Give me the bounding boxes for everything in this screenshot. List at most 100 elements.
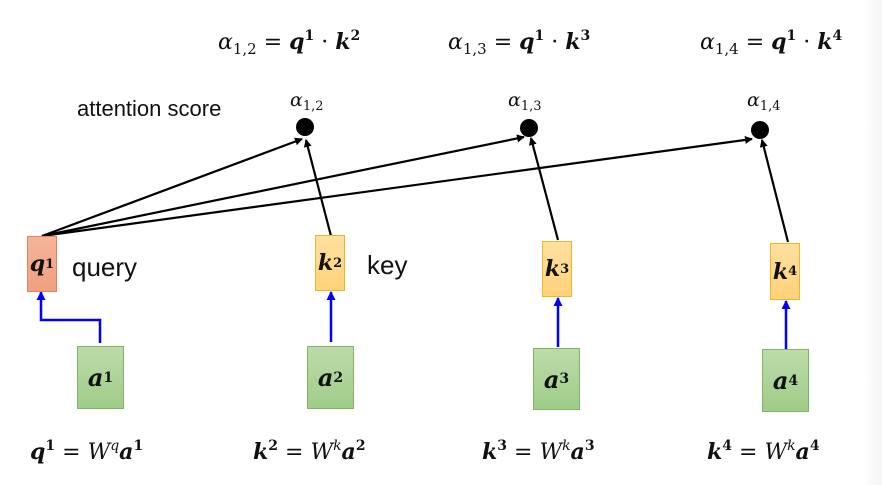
k-superscript: 3 — [560, 261, 570, 277]
a-symbol: a — [543, 364, 560, 394]
alpha-subscript: 1,3 — [462, 40, 487, 58]
k-symbol: k — [317, 250, 334, 276]
equals-sign: = — [285, 440, 304, 465]
a-symbol: a — [795, 439, 810, 465]
k-superscript: 3 — [580, 28, 591, 44]
lhs-superscript: 1 — [45, 438, 56, 454]
weight-superscript: q — [110, 438, 120, 454]
q-symbol: q — [29, 251, 46, 277]
lhs-superscript: 2 — [268, 438, 278, 454]
equals-sign: = — [514, 440, 533, 465]
equation-k3: k3 = Wka3 — [482, 438, 595, 465]
a-symbol: a — [317, 363, 334, 392]
a-symbol: a — [570, 439, 585, 465]
query-label: query — [72, 252, 138, 282]
score-dot-alpha14 — [751, 121, 769, 139]
alpha-subscript: 1,3 — [520, 99, 542, 114]
k-superscript: 4 — [832, 28, 843, 44]
arrow-a1-to-q1 — [36, 291, 102, 343]
equation-k2: k2 = Wka2 — [253, 438, 366, 465]
alpha-symbol: α — [218, 30, 233, 55]
alpha-subscript: 1,4 — [759, 99, 781, 114]
dot-operator: · — [551, 30, 559, 55]
k-symbol: k — [544, 256, 561, 282]
weight-matrix-symbol: W — [539, 440, 563, 465]
k-symbol: k — [335, 29, 351, 55]
k-symbol: k — [817, 29, 833, 55]
alpha-symbol: α — [747, 89, 760, 111]
equation-q1: q1 = Wqa1 — [30, 438, 143, 465]
lhs-symbol: q — [30, 439, 46, 465]
attention-score-label: attention score — [77, 96, 222, 121]
q-symbol: q — [519, 29, 535, 55]
q-superscript: 1 — [534, 28, 545, 44]
equation-alpha12: α1,2 = q1 · k2 — [218, 28, 360, 58]
alpha-subscript: 1,2 — [302, 99, 324, 114]
a-symbol: a — [772, 366, 789, 395]
arrow-q1-to-alpha12 — [41, 137, 303, 238]
a-symbol: a — [119, 439, 134, 465]
k-superscript: 2 — [350, 28, 361, 44]
k-symbol: k — [772, 258, 789, 285]
dot-operator: · — [321, 30, 329, 55]
q-superscript: 1 — [304, 28, 315, 44]
a-symbol: a — [87, 363, 104, 392]
alpha-symbol: α — [448, 30, 463, 55]
a-superscript: 2 — [355, 438, 366, 454]
a-superscript: 1 — [133, 438, 144, 454]
score-label-alpha14: α1,4 — [747, 89, 781, 114]
arrow-k3-to-alpha13 — [528, 137, 560, 241]
q-symbol: q — [771, 29, 787, 55]
weight-matrix-symbol: W — [310, 440, 334, 465]
equation-k4: k4 = Wka4 — [707, 438, 820, 465]
weight-superscript: k — [787, 438, 796, 454]
score-label-alpha12: α1,2 — [290, 89, 324, 114]
arrow-q1-to-alpha14 — [41, 135, 753, 238]
a-superscript: 2 — [333, 369, 344, 386]
a-superscript: 4 — [809, 438, 820, 454]
weight-matrix-symbol: W — [764, 440, 788, 465]
lhs-superscript: 3 — [497, 438, 507, 454]
weight-matrix-symbol: W — [87, 440, 111, 465]
alpha-symbol: α — [700, 30, 715, 55]
equation-alpha14: α1,4 = q1 · k4 — [700, 28, 842, 58]
a-superscript: 1 — [103, 369, 114, 386]
alpha-subscript: 1,4 — [714, 40, 739, 58]
dot-operator: · — [803, 30, 811, 55]
k-symbol: k — [565, 29, 581, 55]
arrow-k4-to-alpha14 — [759, 139, 790, 243]
equals-sign: = — [62, 440, 81, 465]
lhs-symbol: k — [253, 439, 269, 465]
equals-sign: = — [263, 30, 283, 55]
a-superscript: 3 — [584, 438, 595, 454]
weight-superscript: k — [333, 438, 342, 454]
q-superscript: 1 — [786, 28, 797, 44]
alpha-subscript: 1,2 — [232, 40, 257, 58]
a-superscript: 4 — [788, 372, 799, 389]
equals-sign: = — [493, 30, 513, 55]
q-symbol: q — [289, 29, 305, 55]
arrow-k2-to-alpha12 — [303, 139, 333, 237]
equals-sign: = — [739, 440, 758, 465]
lhs-superscript: 4 — [722, 438, 732, 454]
lhs-symbol: k — [707, 439, 723, 465]
a-superscript: 3 — [559, 371, 570, 387]
k-superscript: 4 — [788, 264, 798, 279]
k-superscript: 2 — [333, 255, 343, 271]
weight-superscript: k — [562, 438, 571, 454]
alpha-symbol: α — [508, 89, 521, 111]
score-label-alpha13: α1,3 — [508, 89, 542, 114]
arrow-q1-to-alpha13 — [41, 134, 525, 238]
equation-alpha13: α1,3 = q1 · k3 — [448, 28, 590, 58]
a-symbol: a — [341, 439, 356, 465]
q-superscript: 1 — [45, 256, 55, 272]
score-dot-alpha12 — [296, 118, 314, 136]
